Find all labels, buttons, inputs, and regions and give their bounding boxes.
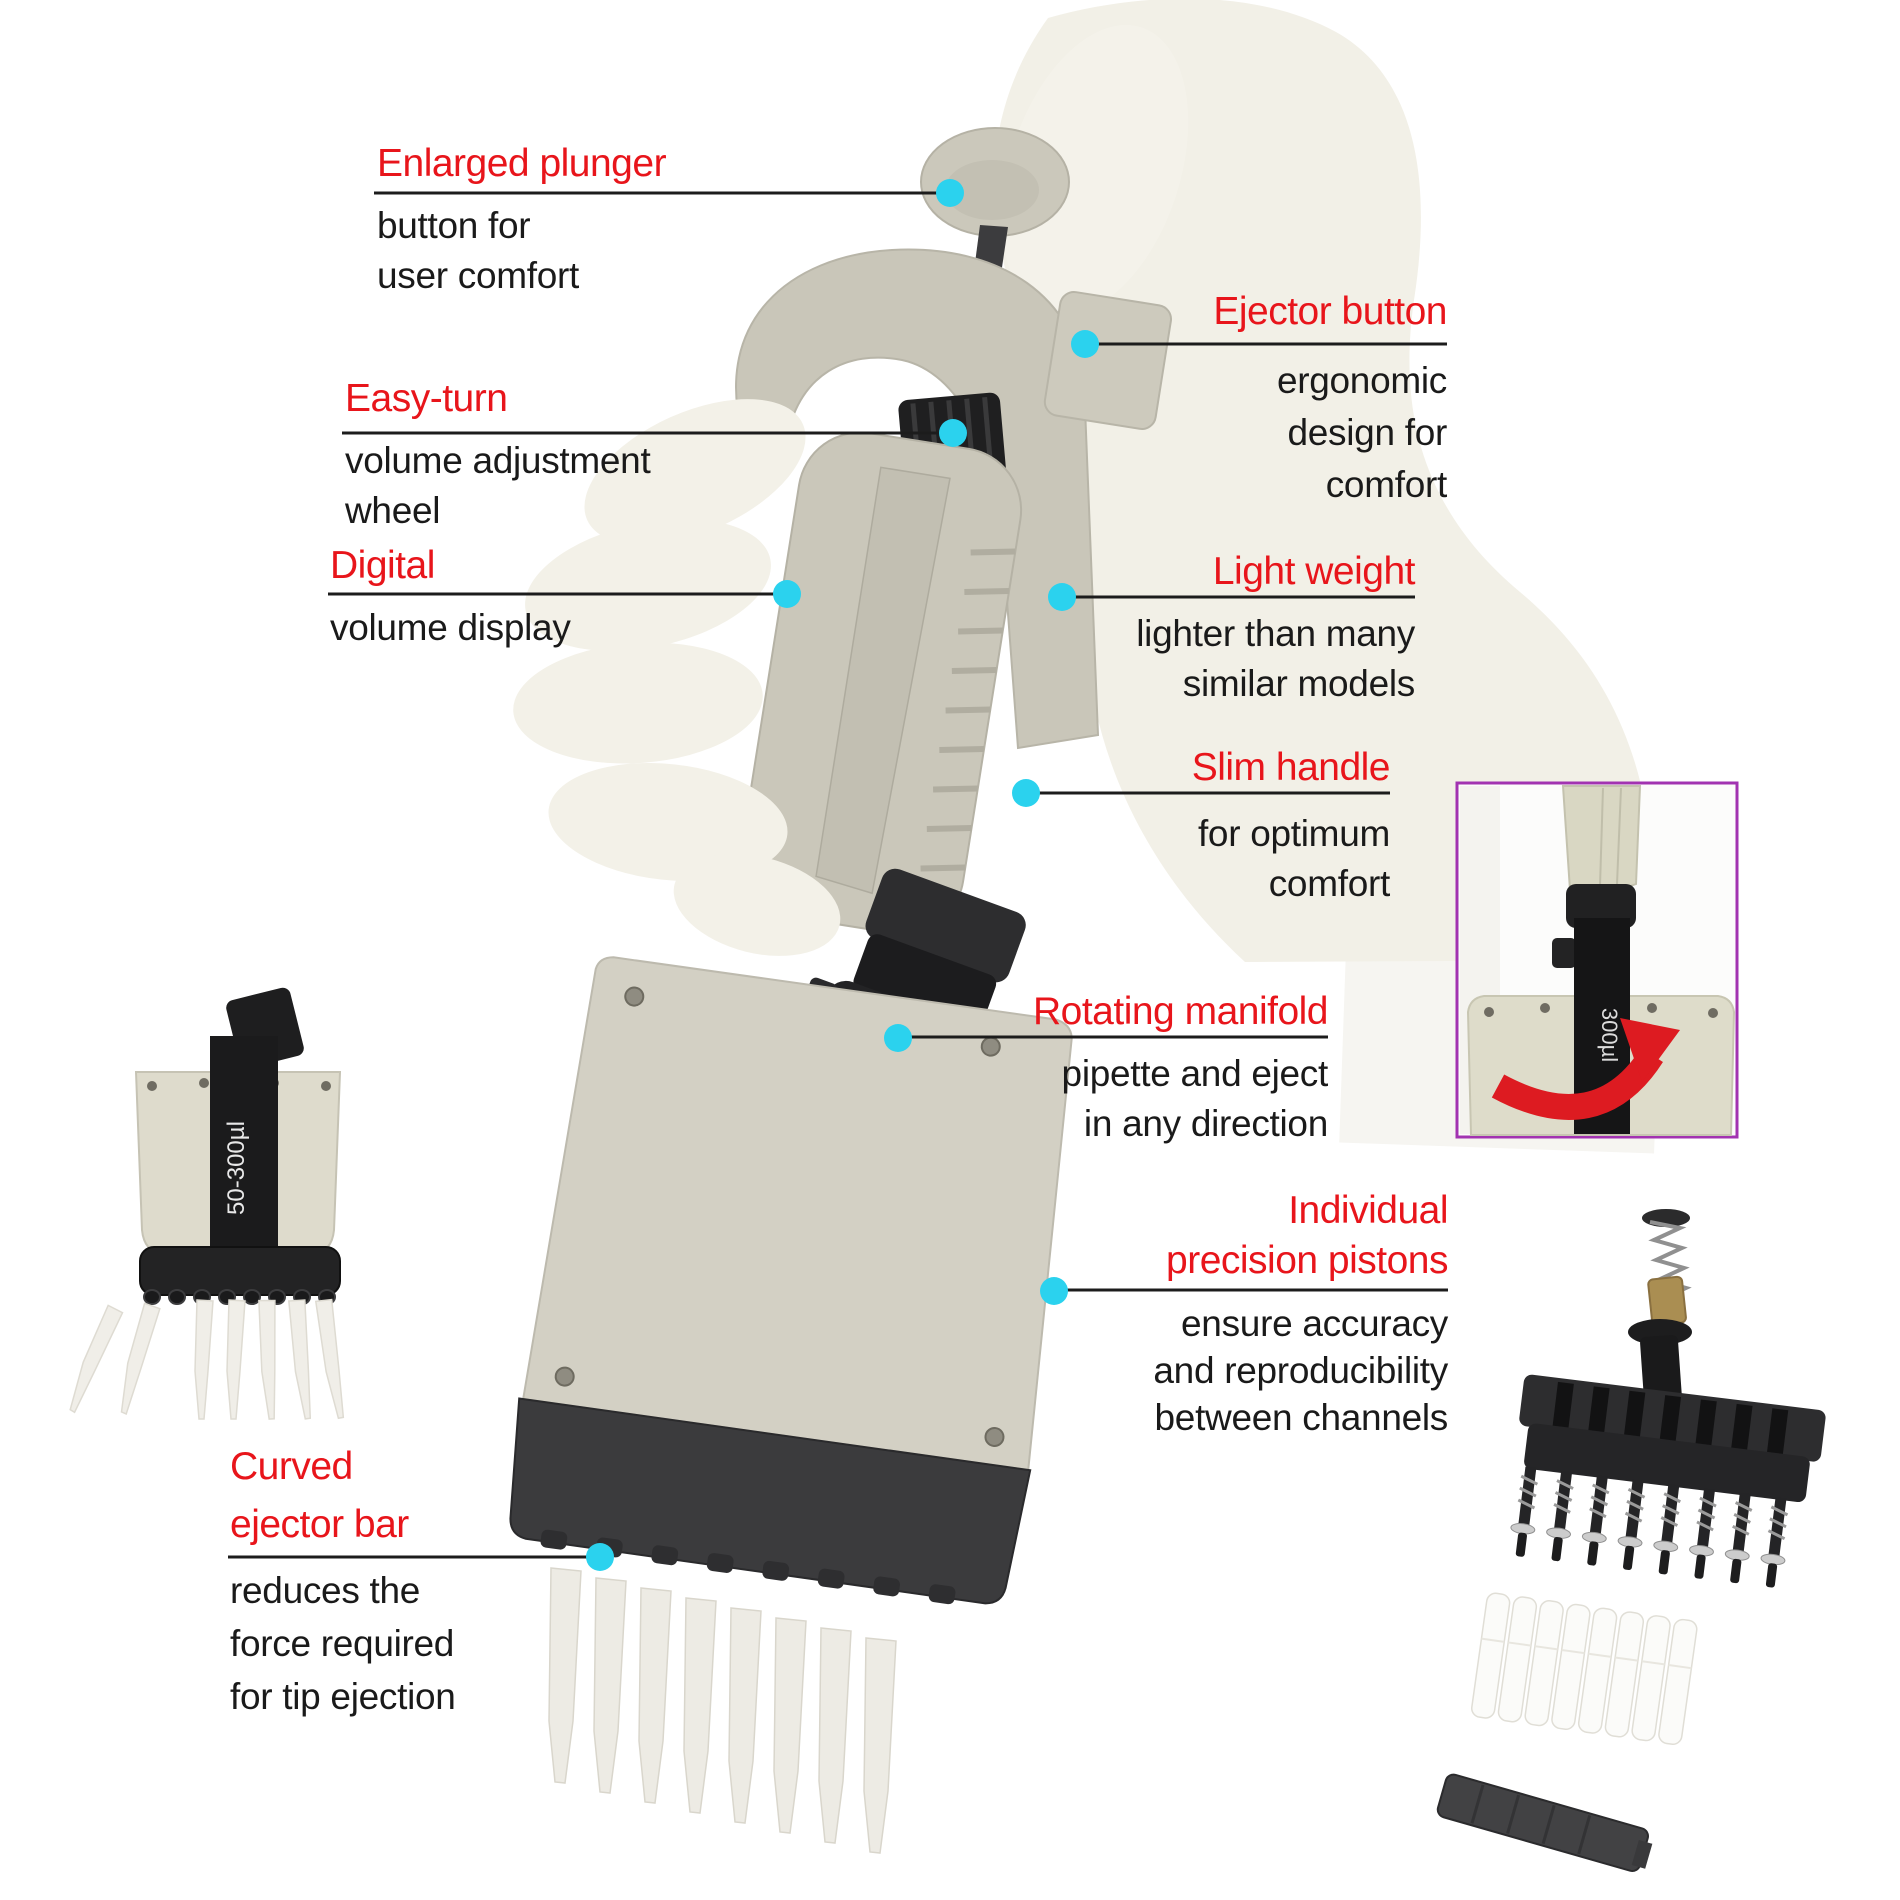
callout-title: Easy-turn [345,377,508,420]
callout-title: Rotating manifold [1032,990,1329,1033]
seal-sleeves [1471,1592,1698,1746]
callout-desc: volume display [330,607,571,648]
callout-individual-precision-pistons: Individual precision pistons ensure accu… [1153,1186,1448,1441]
callout-desc: volume adjustment wheel [345,440,651,531]
curved-ejector-bar-part [509,1397,1032,1605]
callout-enlarged-plunger: Enlarged plunger button for user comfort [377,140,667,301]
inset-rotating-manifold: 300µl [1455,781,1739,1139]
pipette-tips [548,1567,897,1854]
callout-rotating-manifold: Rotating manifold pipette and eject in a… [1032,988,1329,1149]
inset-tips [69,1298,345,1420]
callout-dot-digital [773,580,801,608]
piston-assembly [1510,1209,1826,1588]
precision-pistons [1510,1466,1789,1588]
callout-dot-ejector-button [1071,330,1099,358]
pipette-head [509,956,1073,1605]
pipette-plunger-button [920,127,1070,237]
callout-title: Curved ejector bar [230,1445,409,1546]
callout-dot-curved-ejector [586,1543,614,1571]
callout-light-weight: Light weight lighter than many similar m… [1136,548,1415,709]
callout-title: Digital [330,544,435,587]
callout-desc: pipette and eject in any direction [1061,1053,1329,1144]
glove-thumb [1001,24,1189,316]
rotation-arrow [1491,1047,1663,1120]
arm-sleeve [993,0,1654,962]
pipette-body [740,431,1023,935]
volume-range-label: 50-300µl [223,1121,250,1215]
callout-title: Enlarged plunger [377,142,667,185]
callout-dot-easy-turn [939,419,967,447]
callout-digital: Digital volume display [330,542,571,653]
callout-curved-ejector-bar: Curved ejector bar reduces the force req… [230,1438,456,1723]
callout-desc: reduces the force required for tip eject… [230,1570,456,1717]
ejector-button-part [1043,291,1172,430]
callout-desc: button for user comfort [377,205,580,296]
callout-slim-handle: Slim handle for optimum comfort [1191,744,1391,909]
gloved-hand-fingers [513,399,841,956]
callout-title: Individual precision pistons [1166,1189,1448,1282]
callout-dot-pistons [1040,1277,1068,1305]
inset-head-front-view: 50-300µl [69,987,345,1420]
callout-dot-light-weight [1048,583,1076,611]
spare-ejector-bar [1436,1773,1653,1873]
callout-ejector-button: Ejector button ergonomic design for comf… [1213,288,1447,511]
callout-easy-turn: Easy-turn volume adjustment wheel [345,375,651,536]
callout-dot-rotating-manifold [884,1024,912,1052]
callout-dot-enlarged-plunger [936,179,964,207]
callout-title: Light weight [1212,550,1416,593]
callout-desc: for optimum comfort [1197,813,1390,904]
callout-desc: ergonomic design for comfort [1276,360,1447,505]
callout-lines [228,191,1448,1559]
callout-title: Slim handle [1191,746,1391,789]
callout-title: Ejector button [1213,290,1447,333]
callout-dots [586,179,1099,1571]
inset-volume-label: 300µl [1597,1008,1622,1062]
callout-desc: ensure accuracy and reproducibility betw… [1153,1303,1448,1438]
callout-desc: lighter than many similar models [1136,613,1415,704]
callout-dot-slim-handle [1012,779,1040,807]
